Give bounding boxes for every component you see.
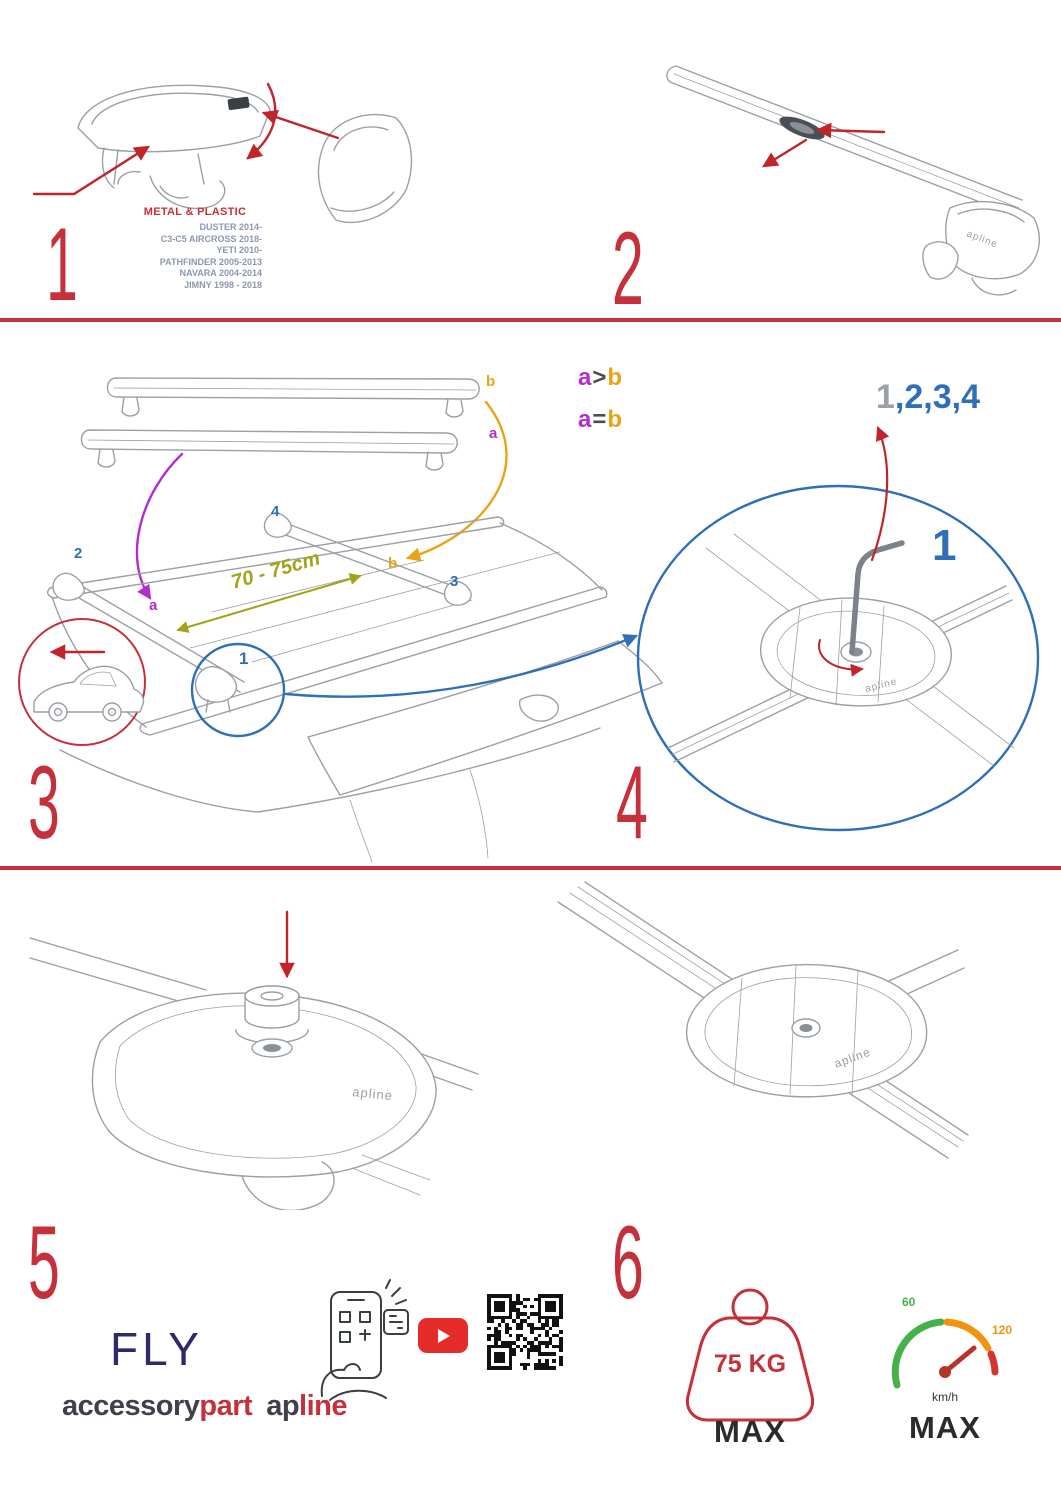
step-number-1: 1: [46, 207, 78, 323]
brand-line: line: [299, 1390, 348, 1422]
roof-label-b: b: [388, 555, 398, 572]
vehicle-item: C3-C5 AIRCROSS 2018-: [160, 233, 262, 244]
foot-highlight-circle: [190, 642, 286, 738]
step4-arrows: [818, 426, 890, 677]
vehicle-compatibility-list: DUSTER 2014- C3-C5 AIRCROSS 2018- YETI 2…: [118, 222, 262, 291]
brand-ap: ap: [266, 1390, 300, 1422]
step2-bar-drawing: apline: [666, 65, 1040, 296]
distance-arrow: [176, 573, 362, 633]
guide-arrow-a: [135, 452, 184, 600]
zoom-link-arrow: [284, 634, 638, 698]
bar-label-a: a: [489, 425, 498, 442]
clip-detail: [227, 96, 250, 111]
legend-a: a: [578, 364, 593, 391]
roof-label-2: 2: [74, 545, 83, 562]
roof-label-3: 3: [450, 573, 459, 590]
tighten-sequence-label: 1,2,3,4: [876, 380, 980, 414]
allen-key-icon: [849, 540, 905, 655]
material-label: METAL & PLASTIC: [143, 206, 247, 218]
section-divider-1: [0, 318, 1061, 322]
max-speed-label: MAX: [909, 1410, 981, 1445]
step1-arrows: [32, 82, 340, 196]
apline-logo-step5: apline: [352, 1084, 394, 1103]
max-speed-icon: [891, 1318, 999, 1389]
brand-accessory: accessory: [62, 1390, 200, 1422]
step-number-2: 2: [612, 211, 644, 327]
max-weight-icon: [685, 1288, 815, 1422]
sequence-first: 1: [876, 378, 895, 416]
step-number-6: 6: [612, 1205, 644, 1321]
crossbar-a-drawing: [80, 429, 458, 471]
step4-detail-drawing: apline: [636, 426, 1040, 832]
step5-foot-drawing: apline: [29, 910, 479, 1210]
legend-op: >: [592, 364, 608, 391]
vehicle-item: DUSTER 2014-: [199, 222, 262, 232]
brand-part: part: [199, 1390, 253, 1422]
vehicle-item: PATHFINDER 2005-2013: [159, 256, 262, 267]
crossbar-b-drawing: [106, 377, 480, 418]
roof-drawing: [46, 512, 663, 863]
car-direction-inset: [18, 618, 146, 746]
sequence-rest: ,2,3,4: [894, 378, 980, 416]
legend-op: =: [592, 406, 608, 433]
step1-foot-drawing: [32, 82, 413, 224]
youtube-icon: [418, 1318, 468, 1353]
speed-high-label: 120: [992, 1323, 1013, 1337]
step6-foot-drawing: apline: [557, 881, 969, 1159]
speed-unit-label: km/h: [931, 1390, 958, 1404]
vehicle-item: YETI 2010-: [216, 245, 262, 255]
speed-low-label: 60: [902, 1295, 916, 1309]
roof-label-4: 4: [271, 503, 280, 520]
plastic-cover-drawing: [317, 113, 413, 224]
bar-label-b: b: [486, 373, 496, 390]
scan-phone-icon: [320, 1279, 409, 1401]
qr-code: [487, 1294, 563, 1370]
footer-icons: [320, 1279, 999, 1422]
max-weight-label: MAX: [714, 1414, 786, 1449]
legend-a-eq-b: a=b: [578, 408, 623, 432]
step-number-3: 3: [28, 745, 60, 861]
max-weight-value: 75 KG: [713, 1350, 787, 1378]
legend-b: b: [607, 406, 624, 433]
vehicle-item: JIMNY 1998 - 2018: [184, 279, 262, 290]
legend-a: a: [578, 406, 593, 433]
legend-b: b: [607, 364, 624, 391]
top-section-drawings: apline: [32, 65, 1040, 296]
roof-label-1: 1: [239, 649, 249, 668]
legend-a-gt-b: a>b: [578, 366, 623, 390]
model-name: FLY: [110, 1323, 203, 1375]
section-divider-2: [0, 866, 1061, 870]
guide-arrow-b: [405, 400, 508, 562]
step4-callout-1: 1: [932, 521, 957, 570]
middle-section-drawings: apline: [18, 377, 1040, 863]
step-number-5: 5: [28, 1205, 60, 1321]
step2-arrows: [762, 122, 886, 168]
roof-label-a: a: [149, 597, 158, 614]
bottom-section-drawings: apline apline: [29, 881, 969, 1210]
vehicle-item: NAVARA 2004-2014: [179, 268, 262, 278]
magnifier-circle: [636, 484, 1040, 832]
step-number-4: 4: [616, 745, 648, 861]
